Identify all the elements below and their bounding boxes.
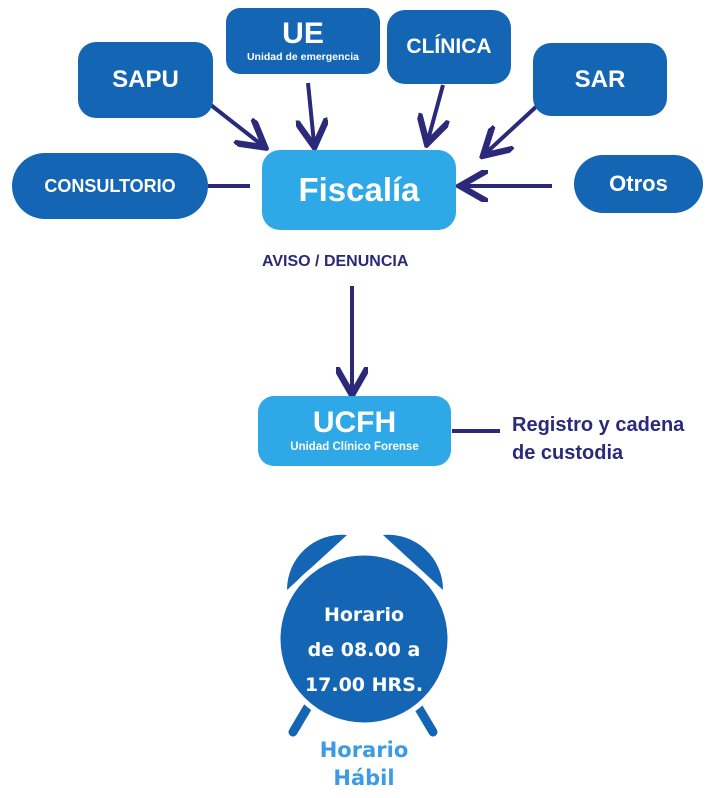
clock-line2: de 08.00 a (307, 639, 421, 661)
node-ucfh-subtitle: Unidad Clínico Forense (290, 441, 419, 453)
registro-line1: Registro y cadena (512, 414, 685, 436)
clock-line1: Horario (323, 604, 405, 626)
node-clinica-title: CLÍNICA (406, 35, 492, 58)
registro-label: Registro y cadena de custodia (512, 411, 684, 467)
caption-line2: Hábil (333, 766, 395, 790)
node-clinica: CLÍNICA (387, 10, 511, 84)
clock-line3: 17.00 HRS. (304, 674, 424, 696)
node-otros: Otros (574, 155, 703, 213)
horario-habil-caption: Horario Hábil (300, 736, 428, 792)
node-ue: UE Unidad de emergencia (226, 8, 380, 74)
node-sar-title: SAR (574, 65, 626, 93)
node-ue-title: UE (282, 17, 324, 50)
node-ue-subtitle: Unidad de emergencia (246, 51, 360, 63)
node-consultorio: CONSULTORIO (12, 153, 208, 219)
aviso-denuncia-label: AVISO / DENUNCIA (262, 253, 409, 270)
node-sapu: SAPU (78, 42, 213, 118)
clock-bell-right (383, 534, 444, 590)
arrow-ue-fiscalia (308, 82, 314, 143)
node-ucfh-title: UCFH (312, 406, 397, 439)
clock-face (275, 550, 453, 728)
node-sar: SAR (533, 43, 667, 116)
node-consultorio-title: CONSULTORIO (44, 175, 176, 196)
node-fiscalia-title: Fiscalía (298, 171, 420, 208)
caption-line1: Horario (319, 738, 409, 762)
registro-line2: de custodia (512, 442, 624, 464)
arrow-clinica-fiscalia (428, 84, 443, 140)
node-sapu-title: SAPU (112, 66, 179, 93)
node-otros-title: Otros (609, 171, 668, 196)
arrow-sar-fiscalia (486, 103, 540, 153)
node-fiscalia: Fiscalía (262, 150, 456, 230)
clock-text: Horario de 08.00 a 17.00 HRS. (300, 598, 428, 703)
node-ucfh: UCFH Unidad Clínico Forense (258, 396, 451, 466)
